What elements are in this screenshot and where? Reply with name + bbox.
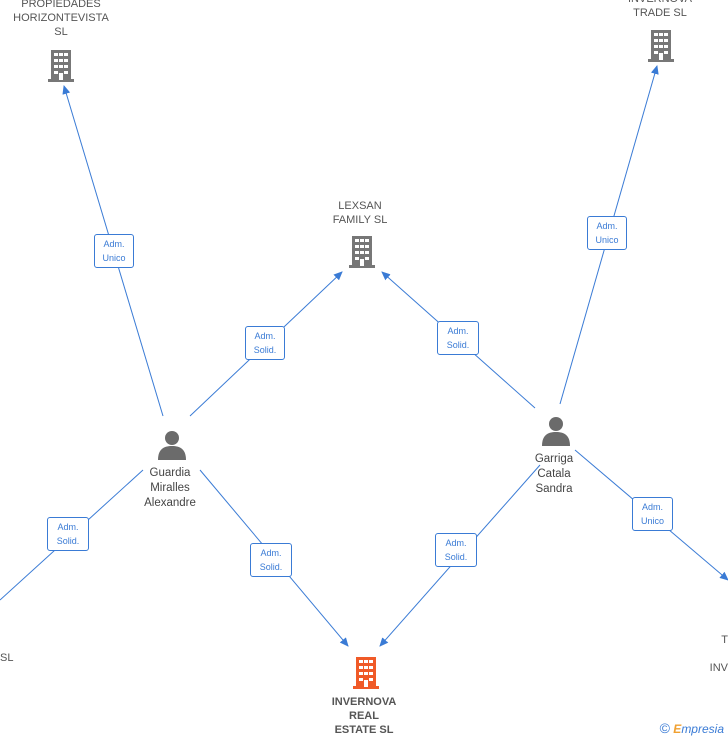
building-icon[interactable] bbox=[646, 28, 676, 62]
company-label-invernova-real[interactable]: INVERNOVA REAL ESTATE SL bbox=[331, 696, 397, 736]
edge-badge-adm-solid[interactable]: Adm. Solid. bbox=[245, 326, 285, 360]
person-icon[interactable] bbox=[541, 416, 571, 446]
company-label-right-partial[interactable]: T INV bbox=[709, 634, 728, 674]
company-label-lexsan[interactable]: LEXSAN FAMILY SL bbox=[332, 200, 388, 226]
edge-badge-adm-unico[interactable]: Adm. Unico bbox=[587, 216, 627, 250]
person-icon[interactable] bbox=[157, 430, 187, 460]
brand-footer: © Empresia bbox=[660, 720, 724, 736]
edge-badge-adm-unico[interactable]: Adm. Unico bbox=[632, 497, 673, 531]
company-label-left-partial[interactable]: SL bbox=[0, 652, 14, 664]
edge-badge-adm-solid[interactable]: Adm. Solid. bbox=[437, 321, 479, 355]
building-icon[interactable] bbox=[46, 48, 76, 82]
edge-badge-adm-unico[interactable]: Adm. Unico bbox=[94, 234, 134, 268]
edge-badge-adm-solid[interactable]: Adm. Solid. bbox=[250, 543, 292, 577]
building-main-icon[interactable] bbox=[351, 655, 381, 689]
brand-logo-initial: E bbox=[673, 722, 682, 736]
company-label-propiedades[interactable]: PROPIEDADES HORIZONTEVISTA SL bbox=[13, 0, 109, 38]
company-label-invernova-trade[interactable]: INVERNOVA TRADE SL bbox=[628, 0, 692, 19]
edge-badge-adm-solid[interactable]: Adm. Solid. bbox=[435, 533, 477, 567]
copyright-symbol: © bbox=[659, 720, 670, 736]
edge-badge-adm-solid[interactable]: Adm. Solid. bbox=[47, 517, 89, 551]
brand-logo-text: mpresia bbox=[681, 722, 724, 736]
person-label-garriga[interactable]: Garriga Catala Sandra bbox=[534, 453, 574, 495]
building-icon[interactable] bbox=[347, 234, 377, 268]
person-label-guardia[interactable]: Guardia Miralles Alexandre bbox=[144, 467, 196, 509]
